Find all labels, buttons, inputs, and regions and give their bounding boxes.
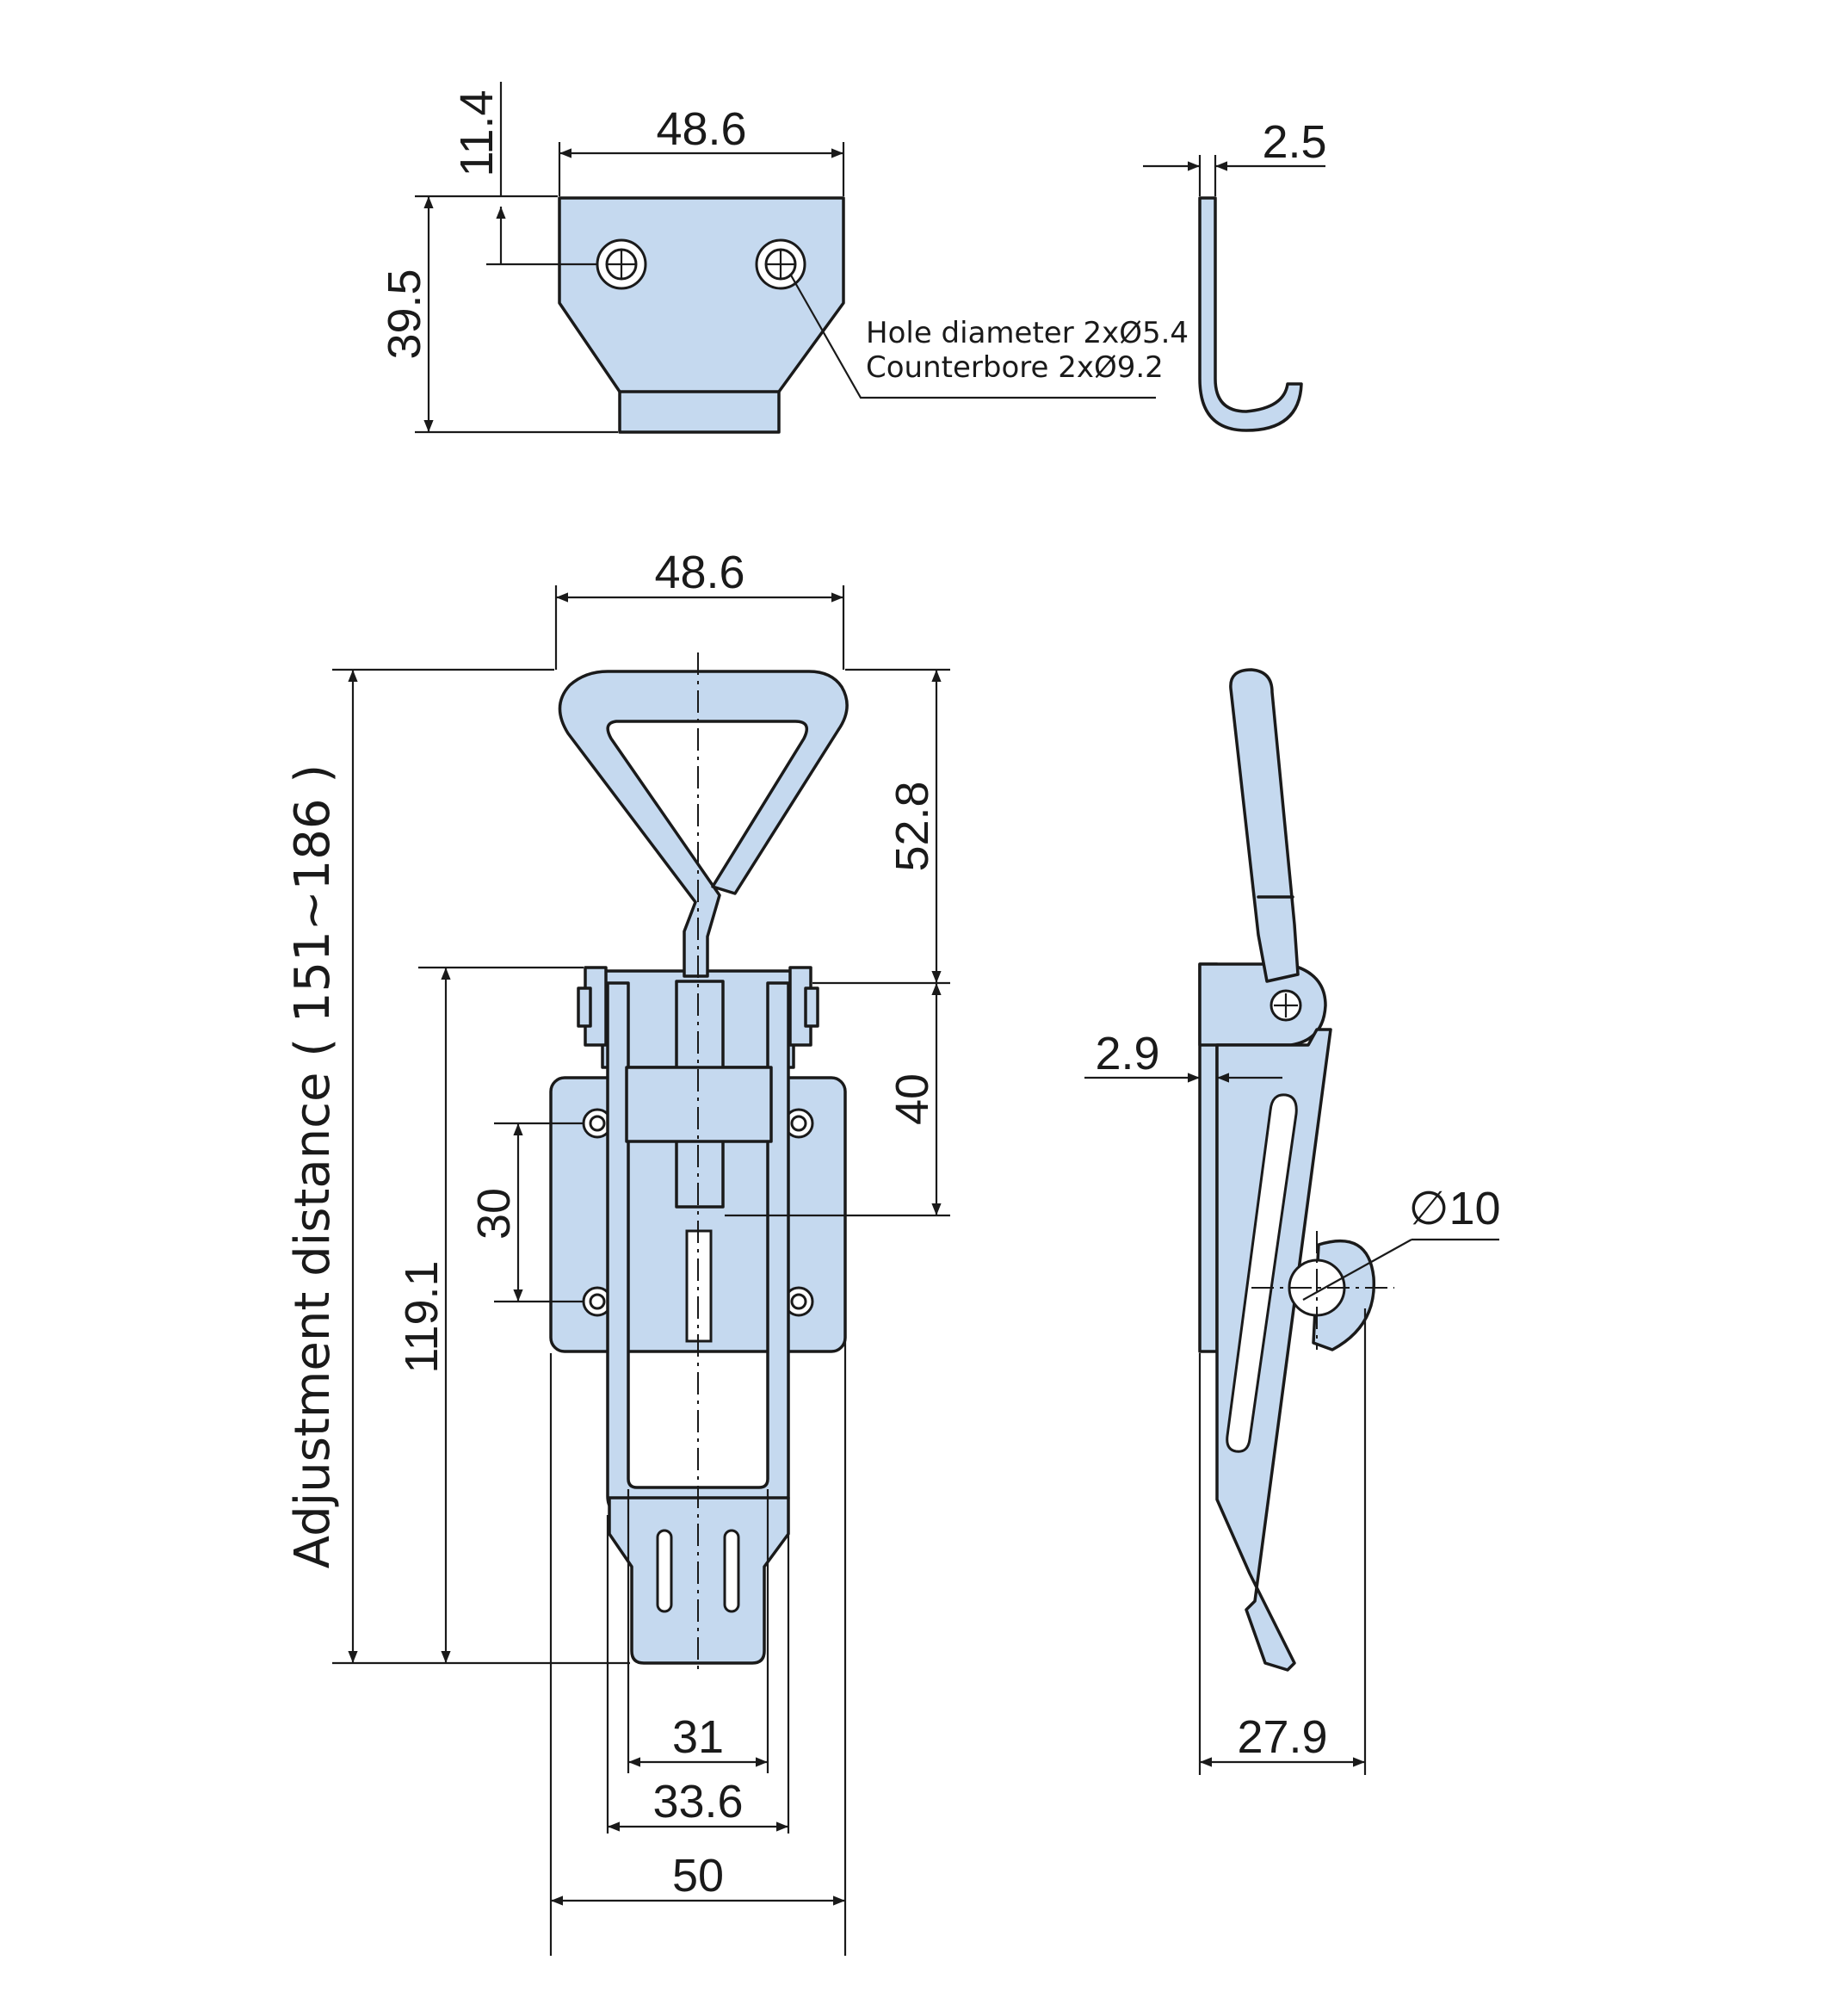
hole-spacing-label: 30 — [468, 1188, 520, 1240]
handle-width-label: 48.6 — [654, 547, 744, 598]
base-width-label: 50 — [672, 1850, 724, 1902]
body-height-label: 40 — [887, 1073, 938, 1125]
hook-side-view: 2.5 — [1143, 116, 1327, 432]
keeper-plate — [558, 196, 845, 434]
tongue-slot-right — [723, 1529, 740, 1613]
hinge-ear-left — [577, 986, 592, 1028]
side-view-latch: 2.9 ∅10 27.9 — [1084, 668, 1501, 1775]
hole-diameter-note: Hole diameter 2xØ5.4 — [866, 316, 1189, 350]
plate-thickness-label: 2.9 — [1095, 1028, 1159, 1079]
stem-slot — [685, 1229, 713, 1343]
keeper-hook-profile — [1198, 196, 1303, 432]
top-height-label: 39.5 — [379, 269, 430, 359]
front-view-latch: 48.6 52.8 40 30 119.1 Adjustment distanc… — [285, 547, 950, 1956]
handle-bail — [558, 670, 849, 978]
hook-thickness-label: 2.5 — [1262, 116, 1326, 168]
inner-width-label: 31 — [672, 1711, 724, 1763]
handle-height-label: 52.8 — [887, 781, 938, 871]
side-lever-arm — [1215, 1028, 1332, 1672]
base-hole-bottom-right — [783, 1286, 814, 1317]
side-handle-bar — [1229, 668, 1300, 983]
top-width-label: 48.6 — [656, 103, 746, 155]
adjustment-distance-label: Adjustment distance ( 151~186 ) — [285, 764, 341, 1568]
side-lever-slot — [1226, 1093, 1298, 1453]
tongue-slot-left — [656, 1529, 673, 1613]
counterbore-note: Counterbore 2xØ9.2 — [866, 350, 1164, 385]
hinge-ear-right — [804, 986, 819, 1028]
keeper-hole-right — [755, 238, 806, 290]
keeper-hole-left — [596, 238, 647, 290]
overall-height-label: 119.1 — [396, 1260, 448, 1373]
top-view-keeper: 48.6 11.4 39.5 Hole diameter 2xØ5.4 Coun… — [379, 82, 1189, 434]
hole-offset-label: 11.4 — [451, 90, 503, 176]
outer-width-label: 33.6 — [652, 1776, 743, 1827]
depth-label: 27.9 — [1237, 1711, 1327, 1763]
pin-diameter-label: ∅10 — [1408, 1183, 1500, 1234]
side-hinge-block — [1198, 962, 1327, 1047]
